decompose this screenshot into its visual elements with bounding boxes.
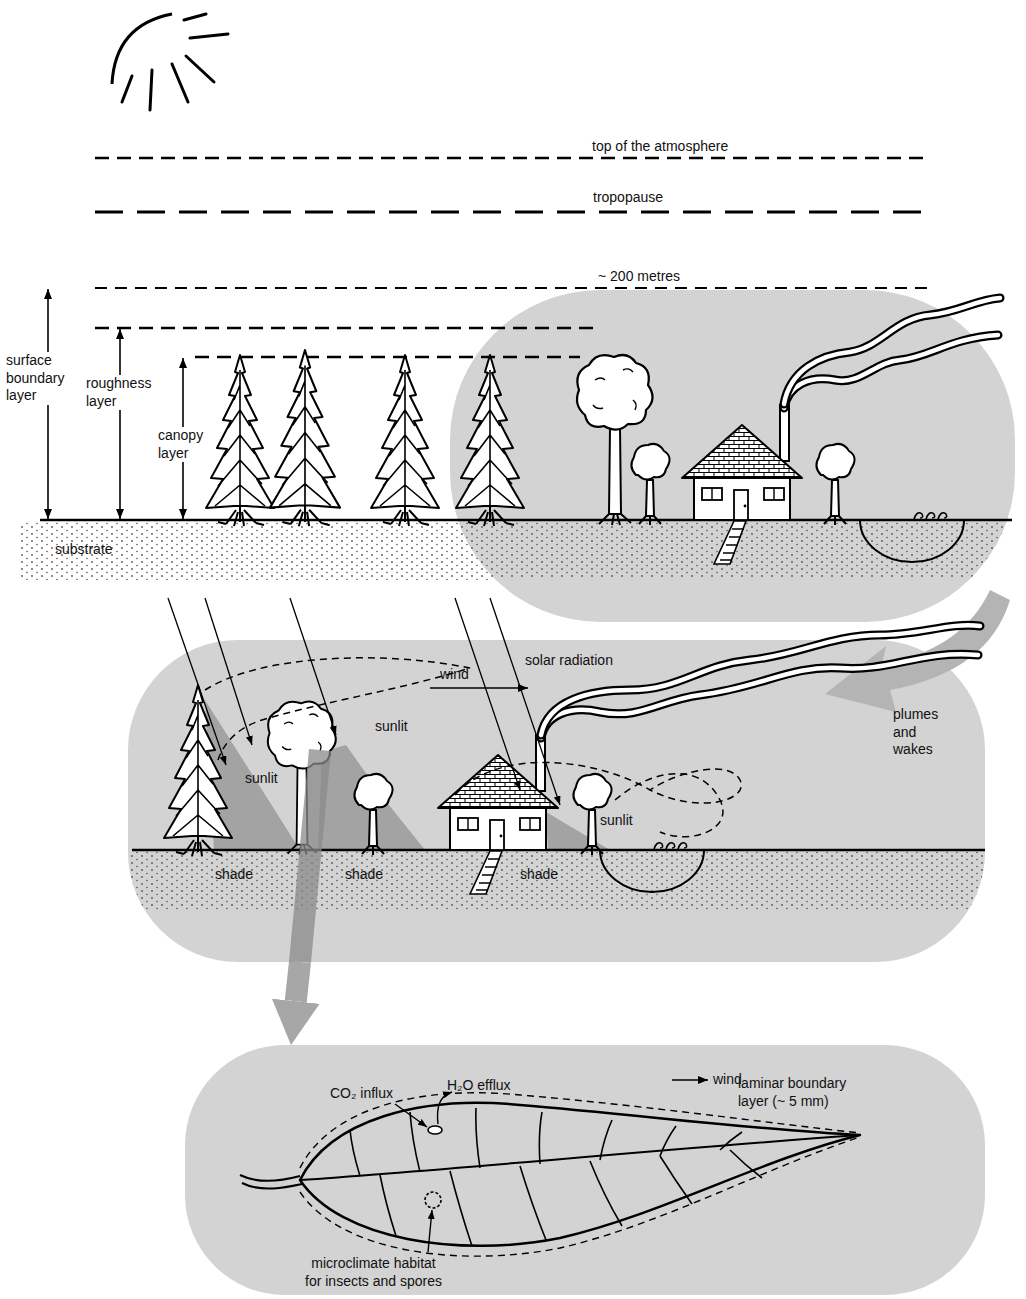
layer-label: substrate [55, 541, 113, 559]
leaf-petiole [240, 1175, 302, 1189]
layer-label: ~ 200 metres [598, 268, 680, 286]
conifer-tree [164, 685, 232, 856]
level-line [95, 287, 930, 289]
sun-rays [122, 14, 228, 110]
shadow-area [380, 800, 425, 850]
level-line [95, 327, 595, 330]
extent-arrow [119, 329, 121, 519]
panel-label: plumes and wakes [893, 706, 949, 759]
level-line [95, 211, 930, 214]
layer-label: top of the atmosphere [592, 138, 728, 156]
zoom-arrow [296, 962, 300, 1001]
radiation-ray [205, 598, 252, 745]
deciduous-tree [577, 355, 653, 525]
wake-outline [615, 774, 723, 837]
smoke-plume [541, 654, 978, 738]
house [438, 735, 558, 894]
smoke-plume [784, 298, 1000, 404]
smoke-plume [784, 335, 998, 408]
pond [600, 843, 704, 892]
panel-label: wind [440, 666, 469, 684]
small-tree [354, 774, 392, 855]
panel-label: shade [520, 866, 558, 884]
wind-arrow [672, 1079, 708, 1081]
substrate-texture [128, 851, 985, 911]
pond [860, 513, 964, 562]
panel-label: microclimate habitat for insects and spo… [303, 1255, 444, 1290]
radiation-ray [455, 598, 520, 790]
extent-arrow [47, 289, 49, 519]
zoom-connectors [296, 962, 300, 1001]
ground-line [40, 519, 1012, 522]
microclimate-spot [425, 1192, 441, 1208]
level-line [95, 157, 930, 160]
conifer-tree [206, 355, 274, 526]
panel-label: sunlit [245, 770, 278, 788]
small-tree [573, 774, 611, 855]
ground-line [132, 849, 985, 852]
panel-label: sunlit [600, 812, 633, 830]
panel-label: laminar boundary layer (~ 5 mm) [738, 1075, 858, 1110]
conifer-tree [456, 355, 524, 526]
wake-outline [455, 762, 741, 803]
boundary-layer-line [300, 1137, 860, 1256]
radiation-ray [168, 598, 226, 765]
smoke-plume [784, 335, 998, 408]
substrate-texture [450, 522, 1015, 578]
level-line [195, 356, 580, 359]
deciduous-tree [268, 702, 336, 855]
layer-label: tropopause [593, 189, 663, 207]
leader-arrow [395, 1104, 427, 1127]
panel-label: CO₂ influx [330, 1085, 393, 1103]
leaf-midrib [300, 1135, 860, 1180]
smoke-plume [541, 625, 980, 735]
smoke-plume [784, 298, 1000, 404]
smoke-plume [541, 654, 978, 738]
small-tree [816, 444, 854, 525]
boundary-layer-line [300, 1093, 860, 1168]
panel-label: wind [713, 1071, 742, 1089]
shadow-area [546, 812, 610, 850]
wake-outline [205, 658, 470, 760]
smoke-plume [541, 625, 980, 735]
leader-arrow [428, 1210, 432, 1252]
shadow-area [205, 700, 300, 850]
leaf-veins [350, 1108, 762, 1246]
panel-label: shade [215, 866, 253, 884]
layer-label: surface boundary layer [6, 352, 72, 405]
small-tree [631, 444, 669, 525]
leaf-blade [300, 1103, 860, 1246]
sun-disc [112, 14, 172, 84]
radiation-ray [490, 598, 560, 805]
zoom-arrow-tail [300, 750, 320, 962]
panel-label: solar radiation [525, 652, 613, 670]
leaf-panel: windCO₂ influx H₂O efflux laminar boundary… [185, 1045, 985, 1295]
zoom-panel [450, 290, 1015, 622]
house [682, 405, 802, 564]
zoom-panel: solar radiation wind plumes and wakes sunli… [128, 640, 985, 962]
extent-arrow [182, 358, 184, 519]
conifer-tree [371, 355, 439, 526]
conifer-tree [270, 350, 340, 526]
substrate-texture [20, 522, 560, 580]
panel-label: sunlit [375, 718, 408, 736]
zoom-arrow [825, 590, 1010, 712]
panel-label: H₂O efflux [447, 1077, 511, 1095]
layer-label: roughness layer [86, 375, 160, 410]
leader-arrow [438, 1092, 452, 1124]
radiation-ray [290, 598, 336, 735]
panel-label: shade [345, 866, 383, 884]
wind-arrow [430, 687, 528, 689]
layer-label: canopy layer [158, 427, 210, 462]
stoma [428, 1126, 442, 1134]
shadow-area [318, 745, 420, 850]
